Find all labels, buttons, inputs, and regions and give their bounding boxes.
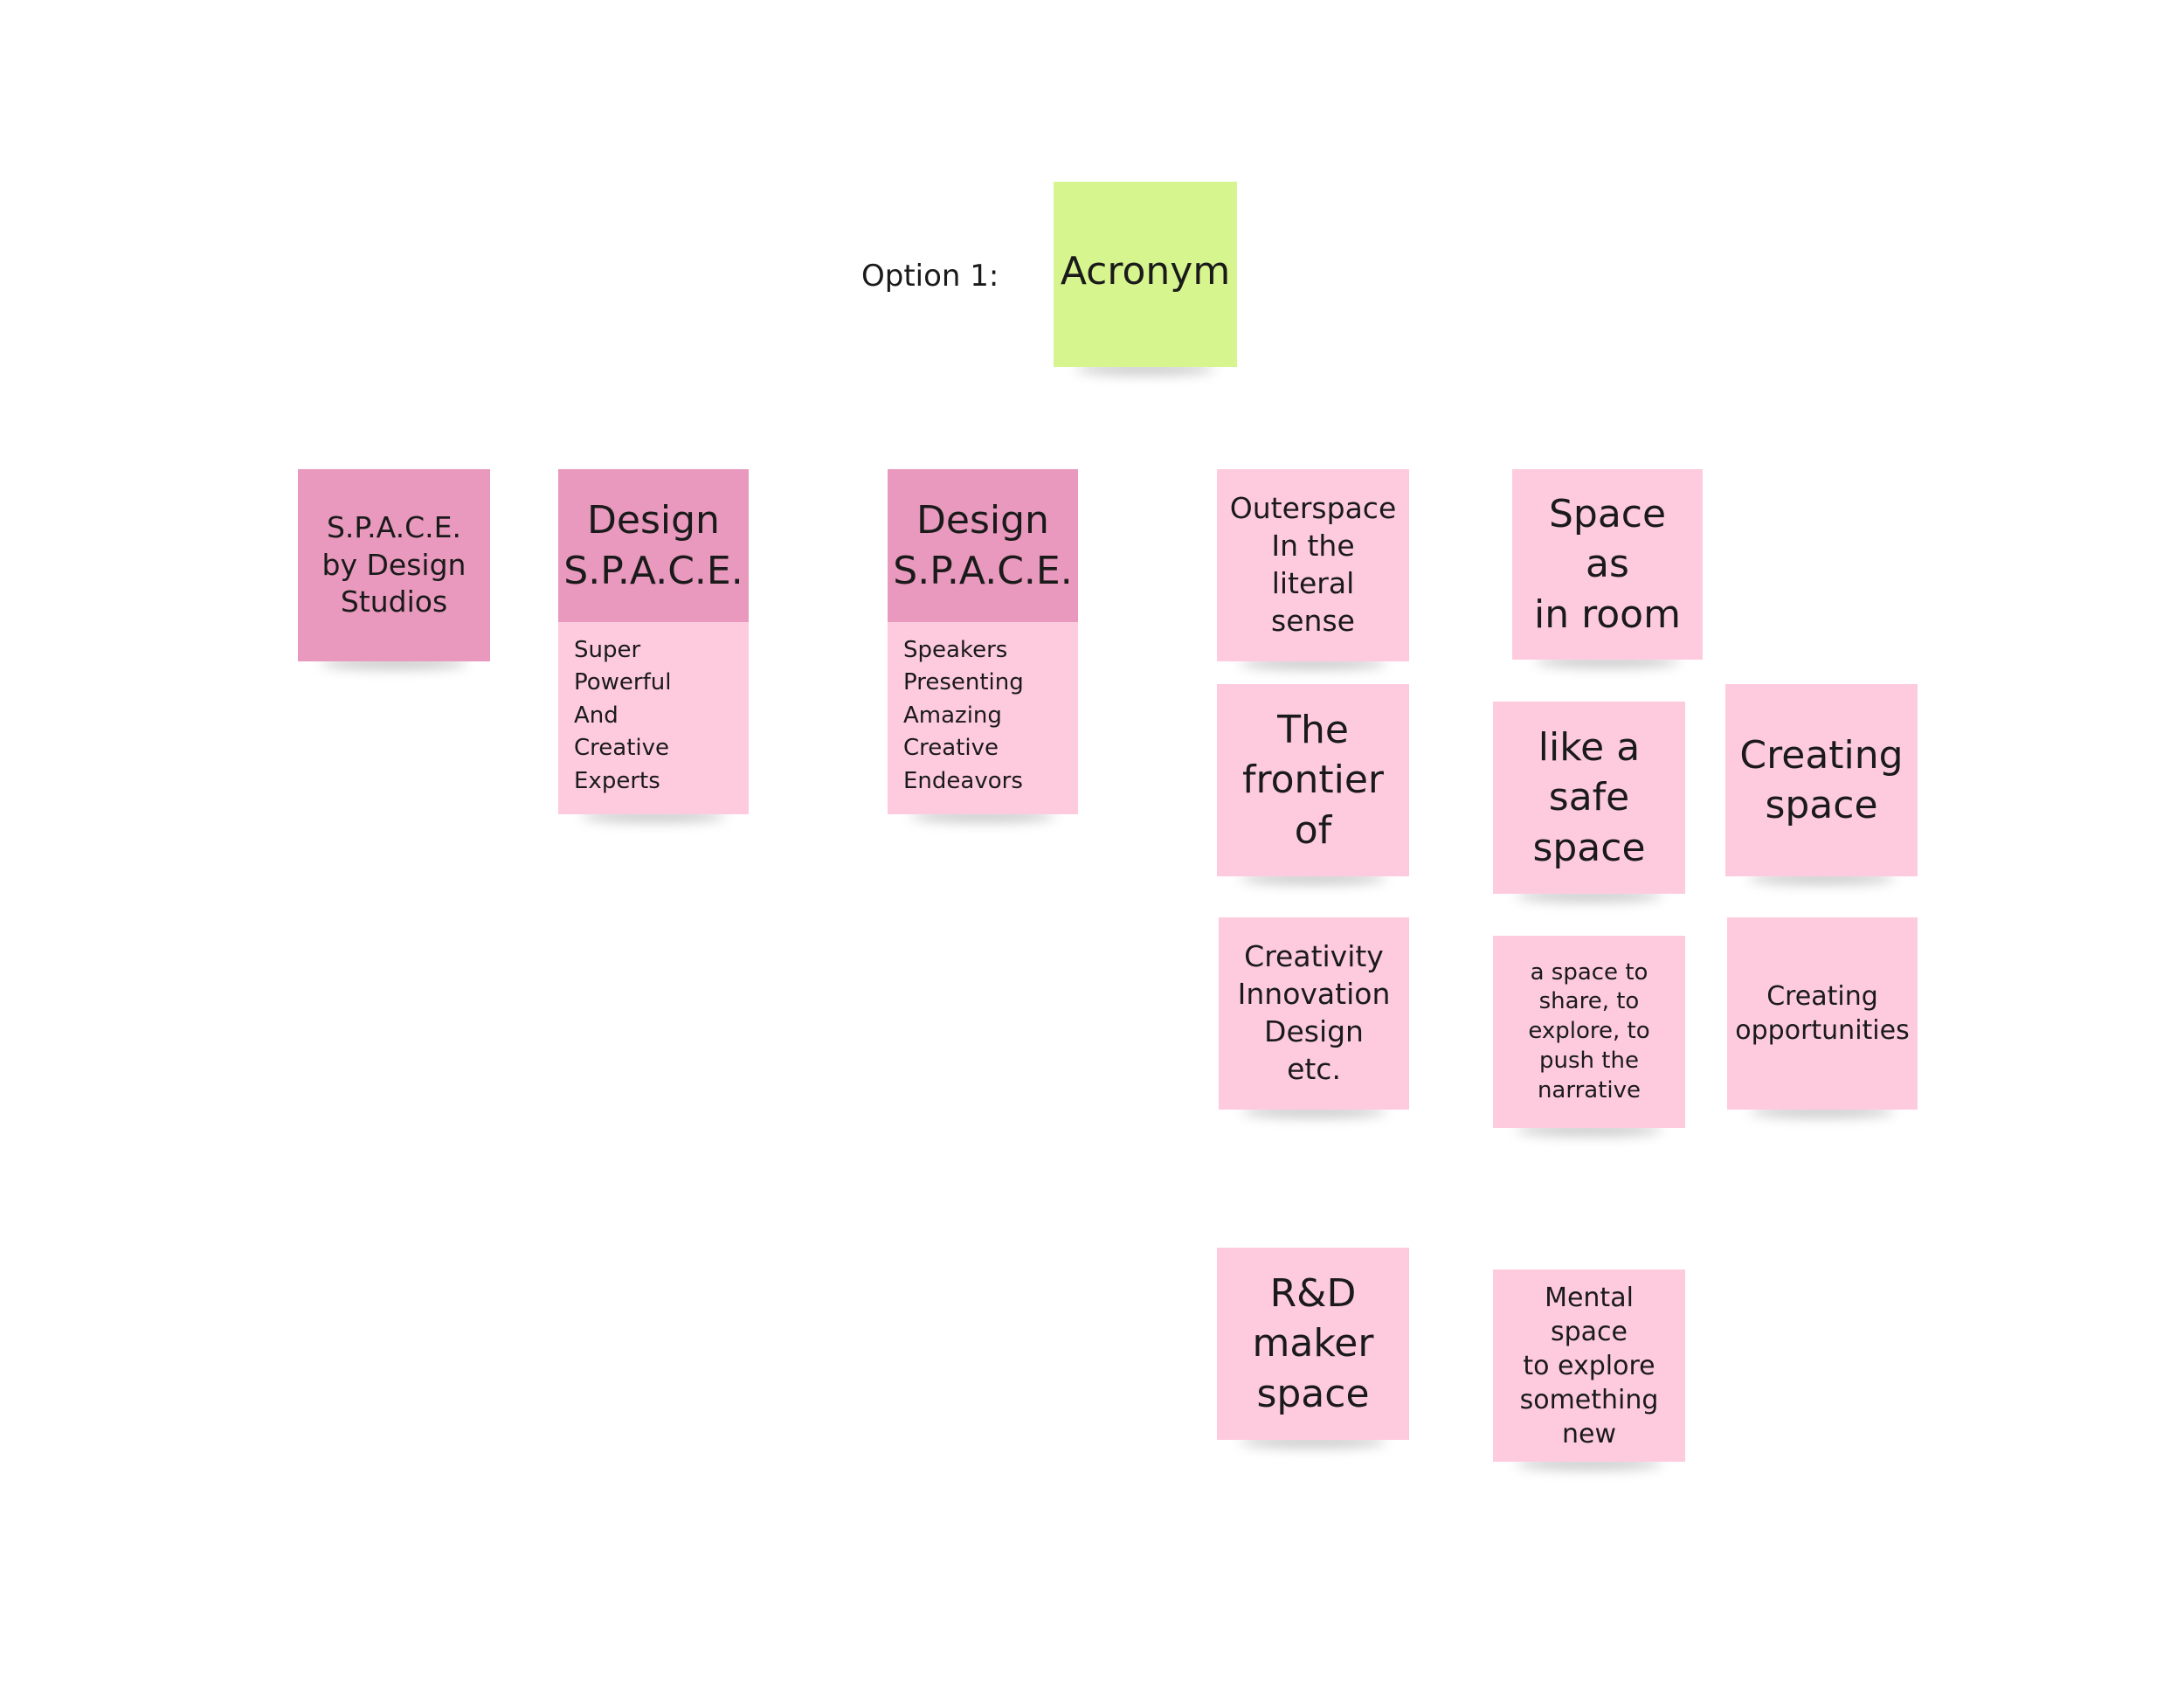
sticky-note-acronym[interactable]: Acronym <box>1054 182 1237 367</box>
sticky-note-space-design-studios[interactable]: S.P.A.C.E. by Design Studios <box>298 469 490 661</box>
note-title: Design S.P.A.C.E. <box>888 469 1078 622</box>
sticky-note-safe-space[interactable]: like a safe space <box>1493 702 1685 894</box>
note-expansion: Super Powerful And Creative Experts <box>574 637 672 794</box>
sticky-note-frontier[interactable]: The frontier of <box>1217 684 1409 876</box>
sticky-note-design-space-speakers[interactable]: Design S.P.A.C.E. Speakers Presenting Am… <box>888 469 1078 814</box>
sticky-note-outerspace[interactable]: Outerspace In the literal sense <box>1217 469 1409 661</box>
sticky-note-creating-space[interactable]: Creating space <box>1725 684 1918 876</box>
note-title: Design S.P.A.C.E. <box>558 469 749 622</box>
sticky-note-maker-space[interactable]: R&D maker space <box>1217 1248 1409 1440</box>
sticky-note-mental-space[interactable]: Mental space to explore something new <box>1493 1269 1685 1462</box>
sticky-note-share-explore[interactable]: a space to share, to explore, to push th… <box>1493 936 1685 1128</box>
sticky-note-space-room[interactable]: Space as in room <box>1512 469 1703 660</box>
sticky-note-creativity[interactable]: Creativity Innovation Design etc. <box>1219 917 1409 1110</box>
sticky-note-design-space-super[interactable]: Design S.P.A.C.E. Super Powerful And Cre… <box>558 469 749 814</box>
option-label: Option 1: <box>861 259 999 294</box>
note-expansion: Speakers Presenting Amazing Creative End… <box>903 637 1024 794</box>
sticky-note-creating-opportunities[interactable]: Creating opportunities <box>1727 917 1918 1110</box>
